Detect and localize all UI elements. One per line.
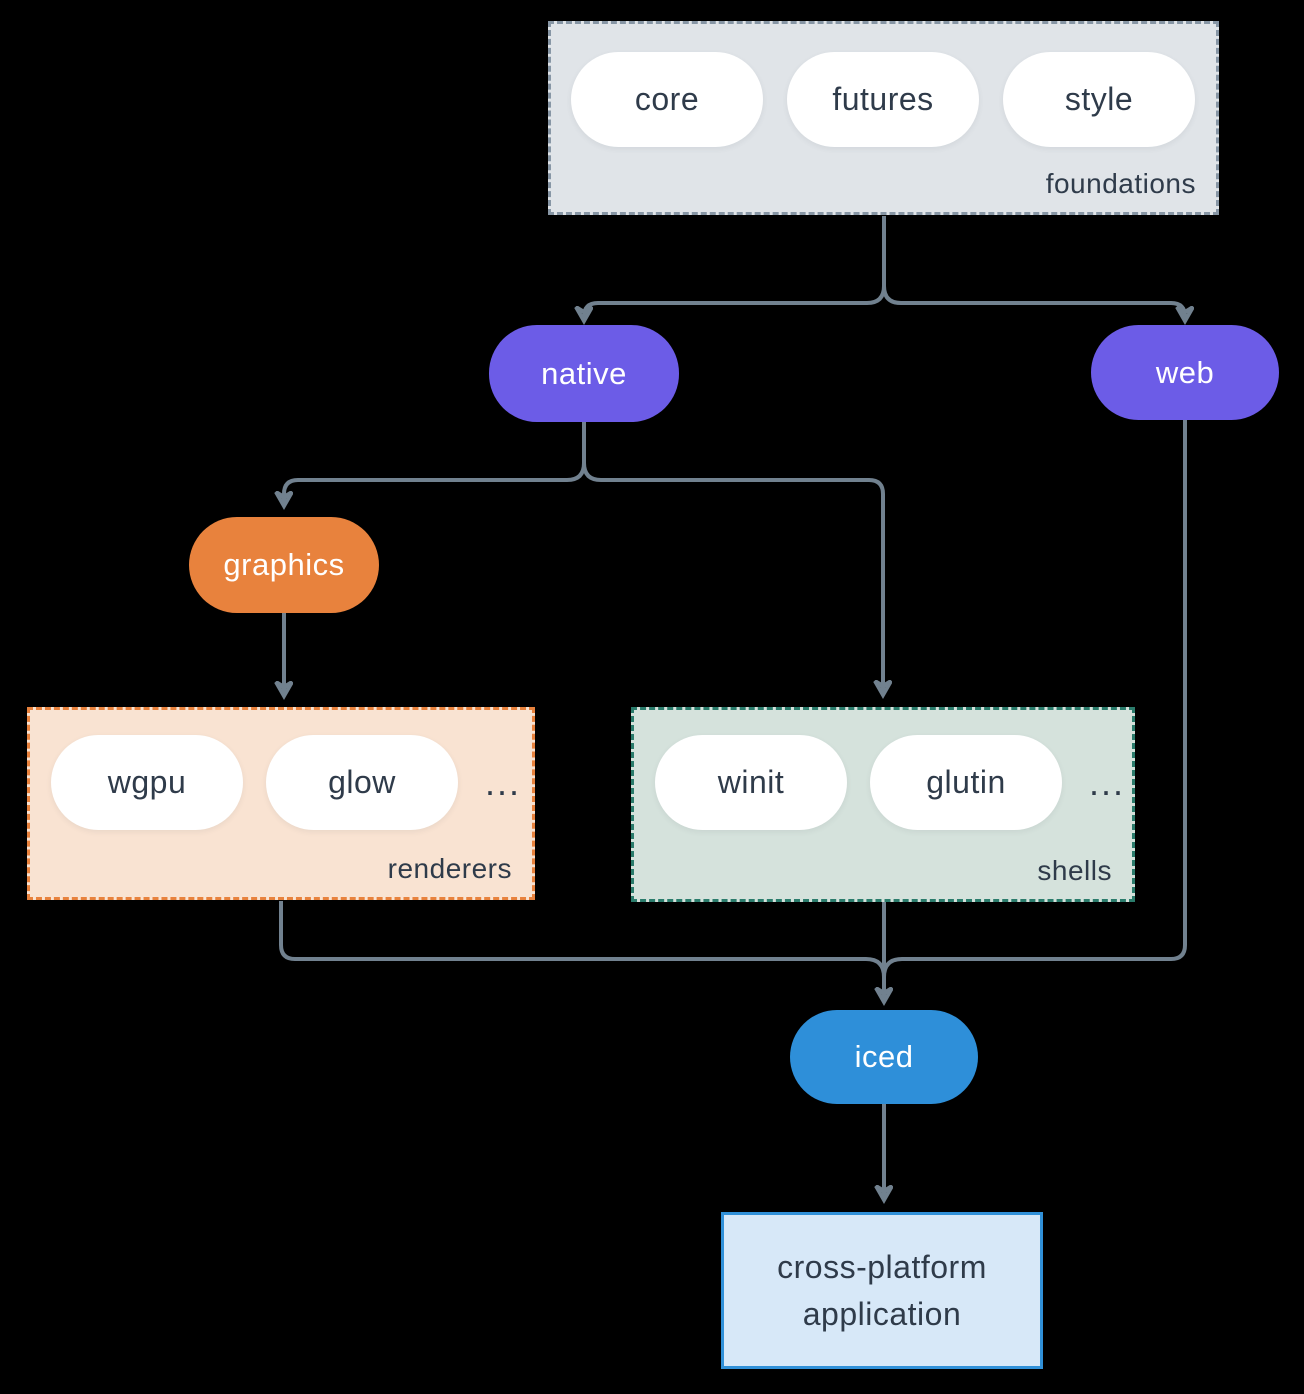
edge-foundations-web [882,216,1185,319]
node-native-label: native [541,355,627,391]
app-label-line1: cross-platform [777,1248,987,1285]
foundations-group: core futures style foundations [548,21,1219,215]
foundations-label: foundations [1045,168,1196,199]
pill-wgpu-label: wgpu [107,764,187,800]
shells-label: shells [1037,855,1112,886]
node-iced: iced [790,1010,978,1104]
renderers-group: wgpu glow ... renderers [27,707,535,900]
node-web-label: web [1155,354,1215,390]
shells-group: winit glutin ... shells [631,707,1135,902]
pill-glow: glow [266,735,458,830]
pill-winit: winit [655,735,847,830]
renderers-ellipsis: ... [485,761,522,803]
cross-platform-application-box: cross-platform application [721,1212,1043,1369]
edge-web-merge [882,420,1187,978]
app-label-line2: application [802,1295,962,1332]
pill-core-label: core [634,81,700,117]
shells-ellipsis: ... [1089,761,1126,803]
edge-renderers-merge [279,901,886,978]
foundations-pills: core futures style [551,24,1216,147]
pill-winit-label: winit [717,764,785,800]
pill-glow-label: glow [328,764,396,800]
node-native: native [489,325,679,422]
node-graphics-label: graphics [223,547,345,582]
pill-style-label: style [1064,81,1134,117]
renderers-pills: wgpu glow ... [30,710,532,830]
edge-foundations-native [584,216,886,319]
pill-glutin: glutin [870,735,1062,830]
shells-pills: winit glutin ... [634,710,1132,830]
pill-style: style [1003,52,1195,147]
pill-core: core [571,52,763,147]
pill-futures: futures [787,52,979,147]
renderers-label: renderers [387,853,512,884]
pill-glutin-label: glutin [926,764,1006,800]
node-graphics: graphics [189,517,379,613]
node-iced-label: iced [854,1039,914,1074]
pill-futures-label: futures [832,81,934,117]
node-web: web [1091,325,1279,420]
edge-native-shells [582,422,883,693]
pill-wgpu: wgpu [51,735,243,830]
edge-native-graphics [284,422,586,504]
